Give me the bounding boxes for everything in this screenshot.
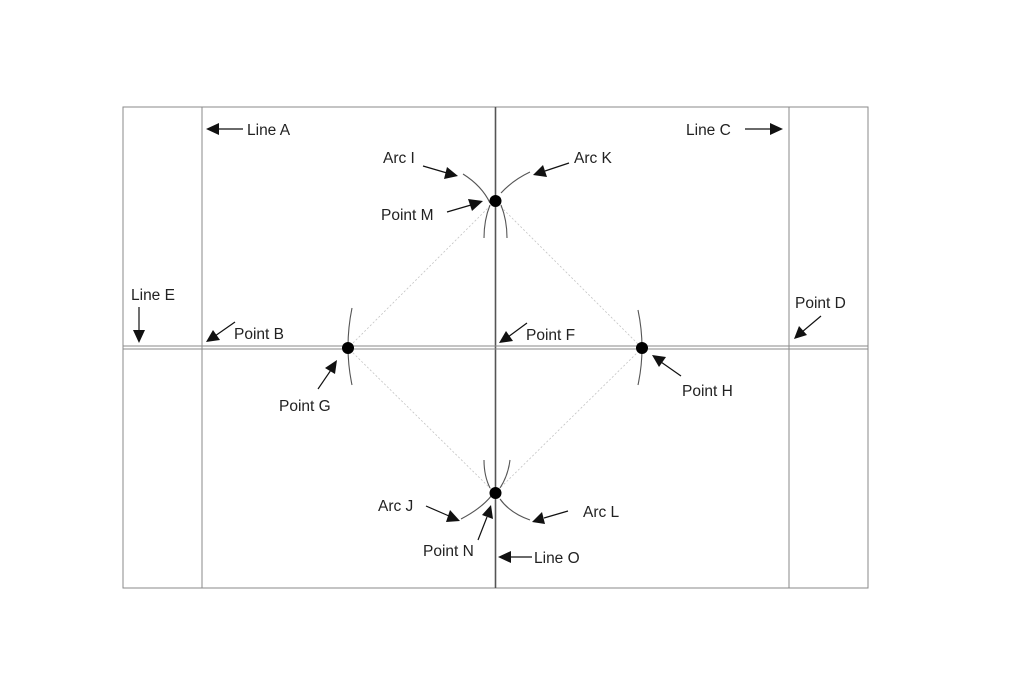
arrow-arc-j xyxy=(425,505,460,522)
label-arc-j: Arc J xyxy=(378,498,413,515)
label-point-f: Point F xyxy=(526,327,575,344)
arrow-line-c xyxy=(745,123,783,135)
arrow-point-d xyxy=(794,315,822,339)
arrow-point-n xyxy=(477,505,493,541)
arc-j xyxy=(460,494,493,520)
arc-n-left xyxy=(483,459,491,489)
point-h xyxy=(636,342,648,354)
arc-n-right xyxy=(499,459,511,489)
label-line-o: Line O xyxy=(534,550,580,567)
label-line-c: Line C xyxy=(686,122,731,139)
arc-l xyxy=(499,498,531,521)
label-point-g: Point G xyxy=(279,398,331,415)
arrow-point-m xyxy=(446,199,483,213)
label-point-n: Point N xyxy=(423,543,474,560)
arc-k xyxy=(500,171,531,194)
label-arc-l: Arc L xyxy=(583,504,620,521)
point-m xyxy=(489,195,502,207)
label-line-a: Line A xyxy=(247,122,291,139)
arrow-point-f xyxy=(499,322,528,343)
label-arc-i: Arc I xyxy=(383,150,415,167)
label-line-e: Line E xyxy=(131,287,175,304)
arc-i xyxy=(462,173,491,204)
arrow-line-a xyxy=(206,123,243,135)
arrow-point-g xyxy=(317,360,337,390)
label-point-h: Point H xyxy=(682,383,733,400)
arrow-point-h xyxy=(652,355,682,377)
arrow-arc-k xyxy=(533,162,570,177)
point-g xyxy=(342,342,354,354)
arrow-line-e xyxy=(133,307,145,343)
arrow-arc-i xyxy=(422,165,458,179)
label-point-b: Point B xyxy=(234,326,284,343)
label-point-d: Point D xyxy=(795,295,846,312)
arrow-line-o xyxy=(498,551,532,563)
arrow-point-b xyxy=(206,321,236,342)
arc-m-left xyxy=(483,204,491,239)
label-arc-k: Arc K xyxy=(574,150,613,167)
point-n xyxy=(489,487,502,499)
label-point-m: Point M xyxy=(381,207,434,224)
arrow-arc-l xyxy=(532,510,569,524)
arc-m-right xyxy=(500,204,508,239)
